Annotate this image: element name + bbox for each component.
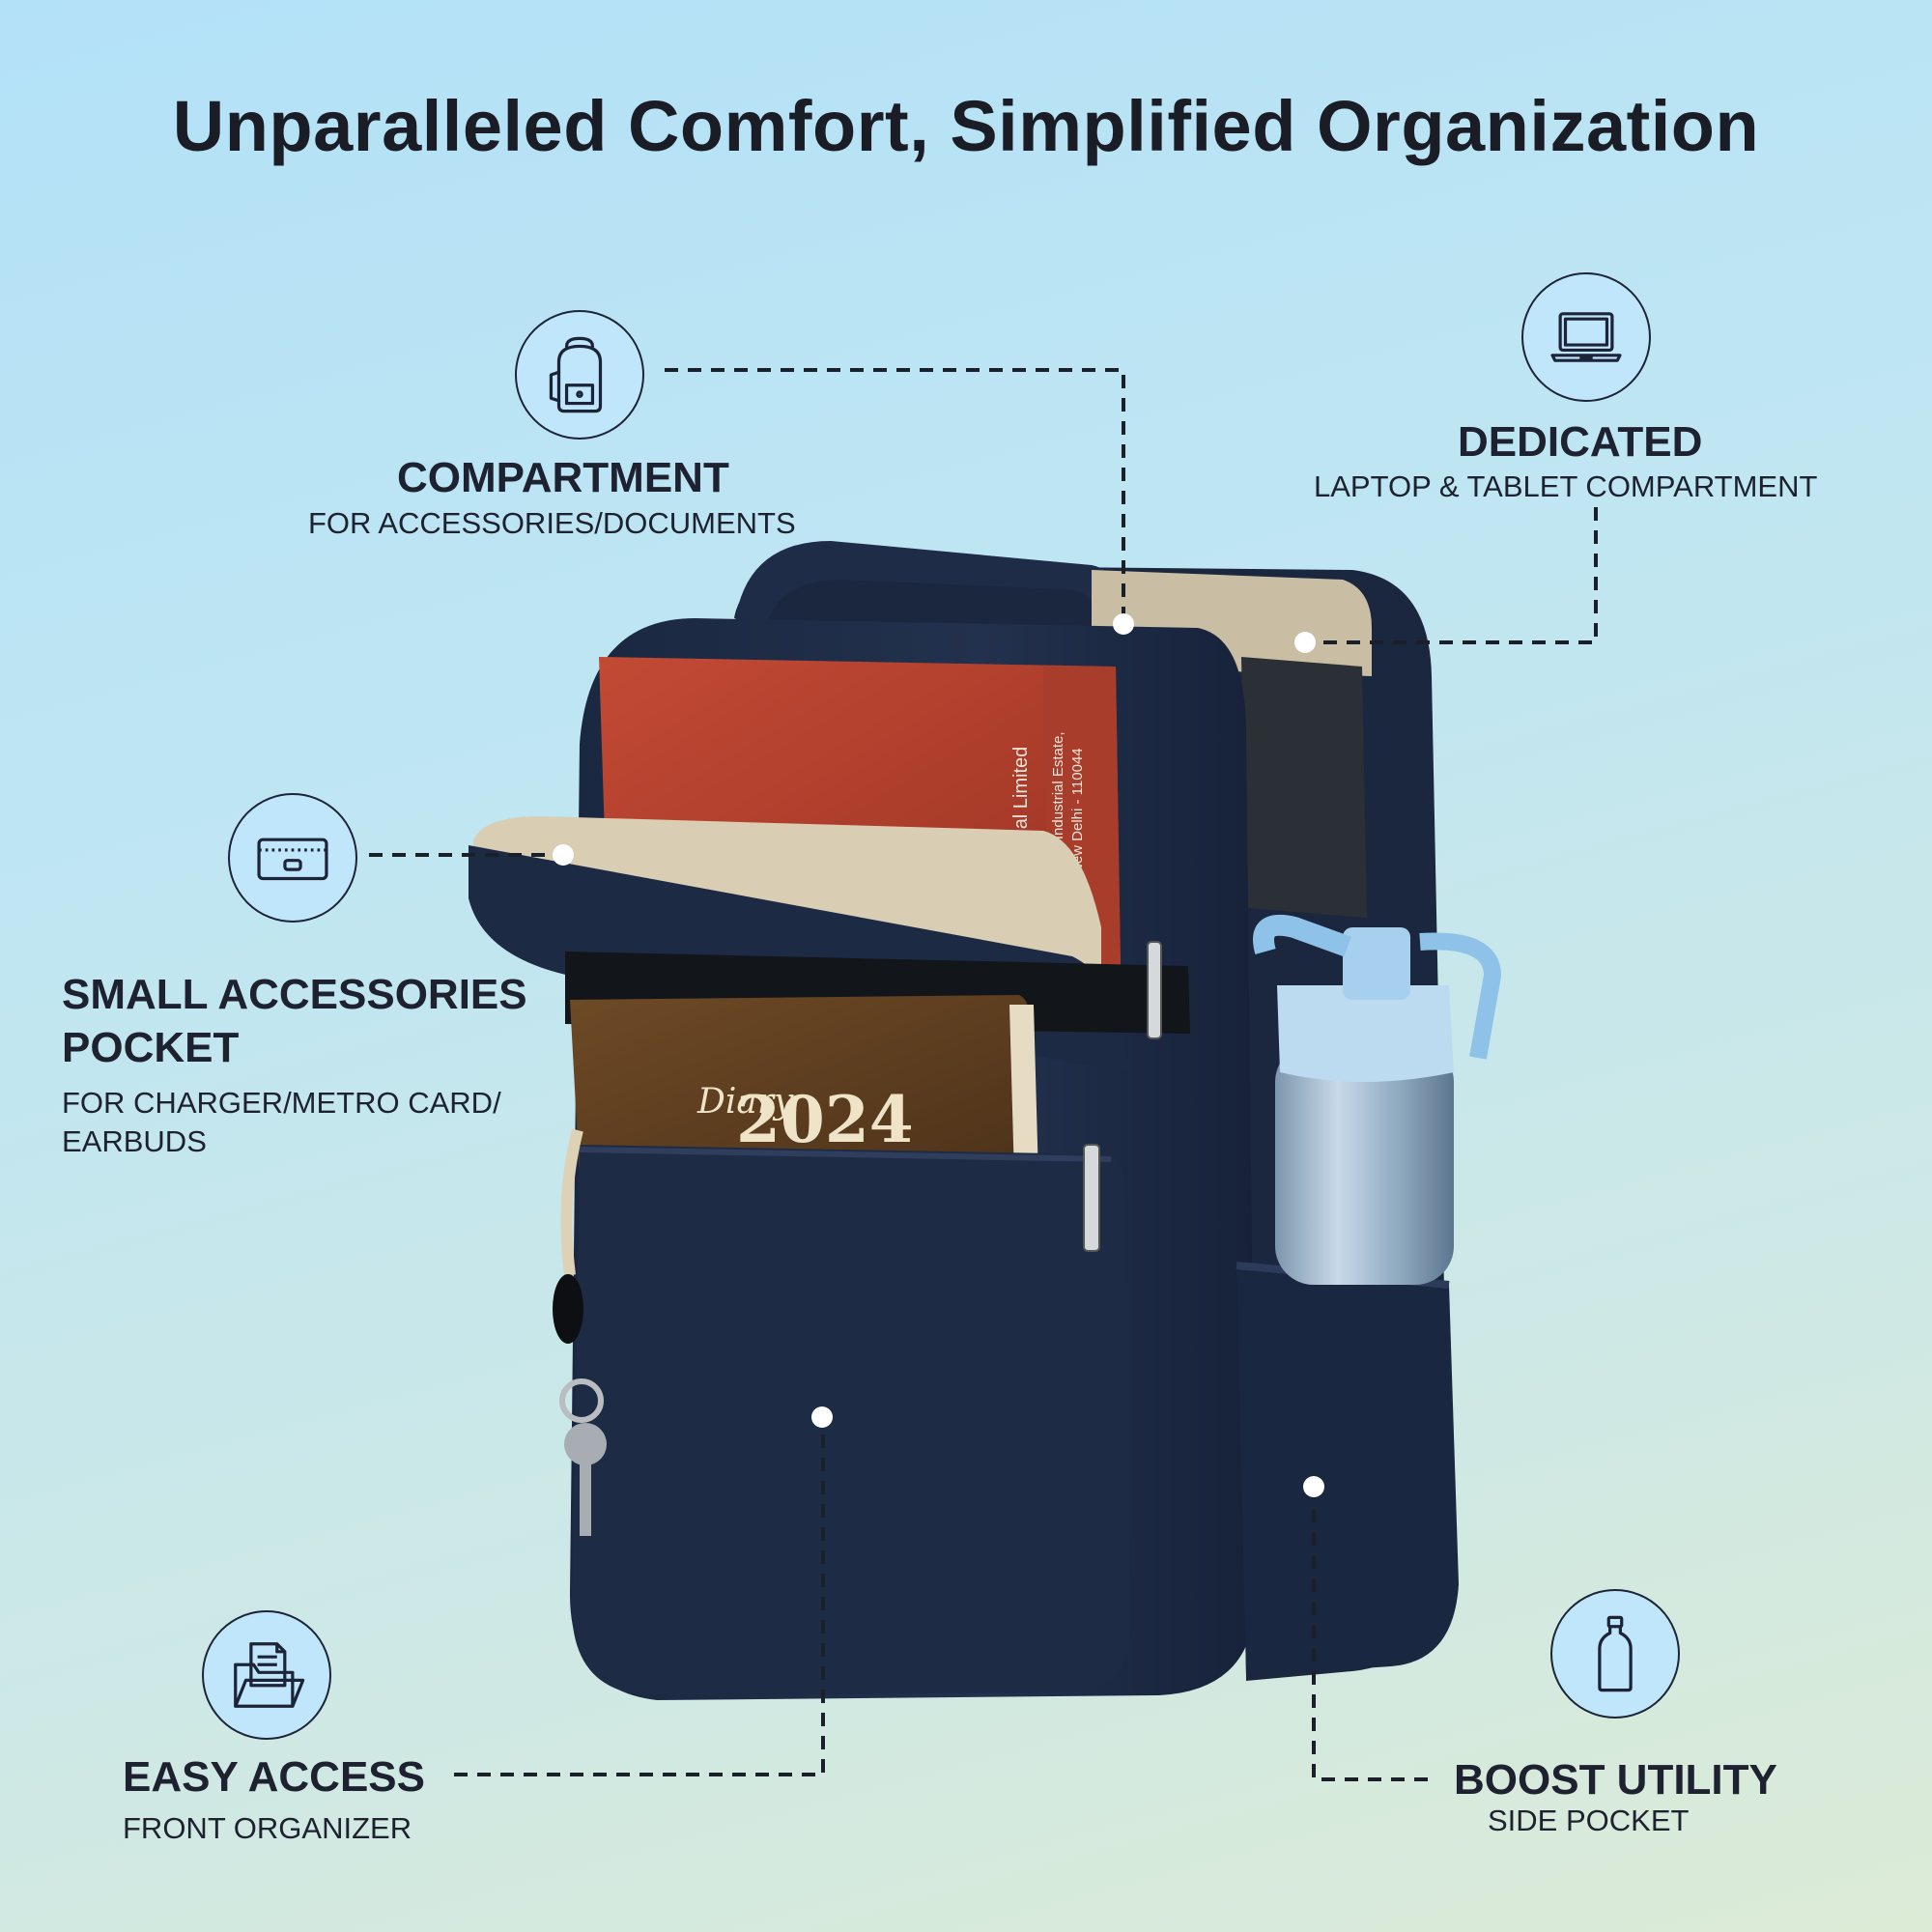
boost-utility-subtitle: SIDE POCKET: [1488, 1804, 1690, 1837]
small-pocket-subtitle-line2: EARBUDS: [62, 1124, 207, 1158]
boost-utility-icon-circle: [1550, 1589, 1680, 1719]
small-pocket-subtitle-line1: FOR CHARGER/METRO CARD/: [62, 1086, 501, 1120]
callout-dot-front-organizer: [811, 1406, 833, 1428]
backpack-icon: [549, 336, 603, 413]
callout-dot-compartment: [1113, 613, 1134, 635]
laptop-icon: [1550, 312, 1622, 362]
easy-access-icon-circle: [202, 1610, 331, 1740]
small-pocket-icon-circle: [228, 793, 357, 923]
diary-script: Diary: [696, 1082, 794, 1122]
compartment-title: COMPARTMENT: [397, 454, 729, 501]
easy-access-title: EASY ACCESS: [123, 1753, 425, 1801]
callout-dot-side-pocket: [1303, 1476, 1324, 1497]
folder-icon: [234, 1642, 305, 1708]
bottle-icon: [1598, 1615, 1633, 1692]
diary-year: 2024: [736, 1082, 914, 1157]
dedicated-subtitle: LAPTOP & TABLET COMPARTMENT: [1314, 469, 1818, 503]
easy-access-subtitle: FRONT ORGANIZER: [123, 1811, 412, 1845]
book-address-line2: New Delhi - 110044: [1069, 748, 1086, 874]
callout-dot-laptop: [1294, 632, 1316, 653]
compartment-subtitle: FOR ACCESSORIES/DOCUMENTS: [308, 506, 796, 540]
dedicated-icon-circle: [1521, 272, 1651, 402]
page-title: Unparalleled Comfort, Simplified Organiz…: [172, 86, 1760, 166]
dedicated-title: DEDICATED: [1458, 418, 1703, 466]
compartment-icon-circle: [515, 310, 644, 440]
book-spine-text: ional Limited: [1010, 747, 1032, 855]
boost-utility-title: BOOST UTILITY: [1454, 1756, 1777, 1804]
small-pocket-title-line1: SMALL ACCESSORIES: [62, 971, 527, 1018]
wallet-icon: [257, 838, 328, 881]
callout-dot-small-pocket: [553, 844, 574, 866]
small-pocket-title-line2: POCKET: [62, 1024, 240, 1071]
